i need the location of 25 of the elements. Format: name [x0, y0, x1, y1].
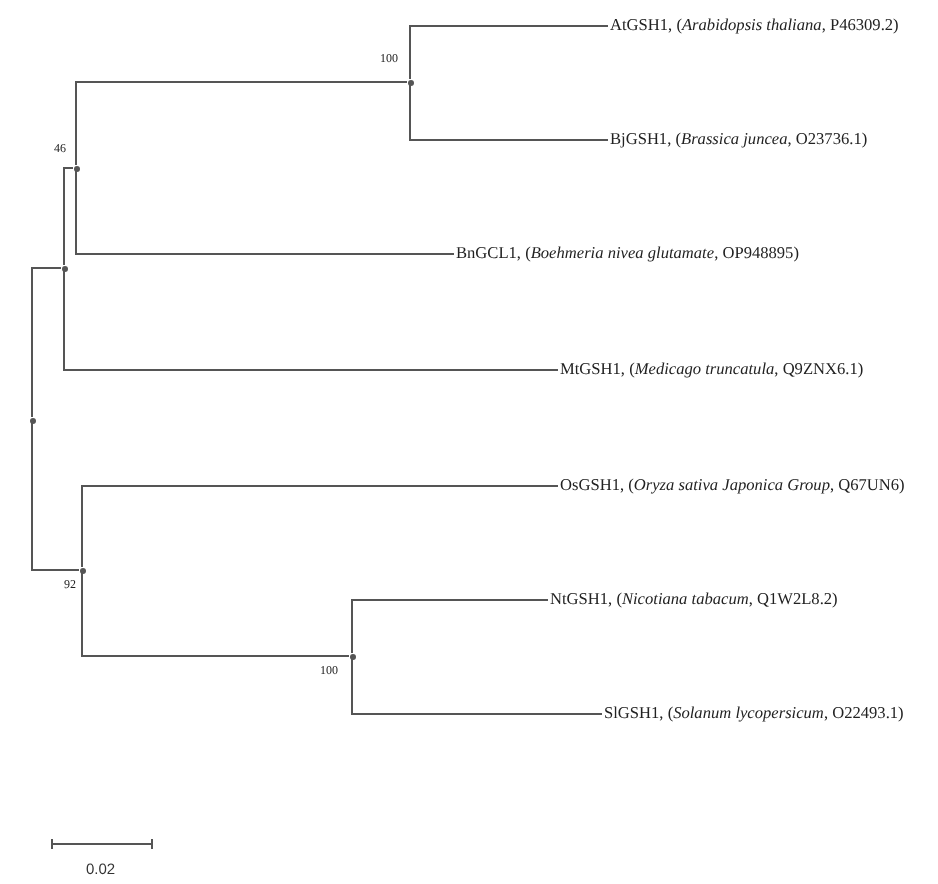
tree-branch — [31, 422, 80, 571]
tree-branch — [75, 81, 408, 166]
branch-node — [349, 653, 355, 659]
branch-node — [407, 79, 413, 85]
tree-branch — [63, 167, 74, 266]
tree-branch — [63, 270, 559, 371]
branch-node — [73, 165, 79, 171]
tree-branch — [31, 267, 62, 418]
tree-branch — [81, 572, 350, 657]
taxon-label: MtGSH1, (Medicago truncatula, Q9ZNX6.1) — [560, 360, 864, 380]
taxon-label: SlGSH1, (Solanum lycopersicum, O22493.1) — [604, 704, 904, 724]
tree-branch — [81, 485, 559, 568]
tree-branch — [409, 84, 609, 141]
tree-branch — [409, 25, 609, 80]
tree-branch — [75, 170, 455, 255]
taxon-label: OsGSH1, (Oryza sativa Japonica Group, Q67UN6) — [560, 476, 905, 496]
tree-branch — [351, 658, 603, 715]
branch-node — [79, 567, 85, 573]
branch-node — [29, 417, 35, 423]
taxon-label: AtGSH1, (Arabidopsis thaliana, P46309.2) — [610, 16, 899, 36]
taxon-label: NtGSH1, (Nicotiana tabacum, Q1W2L8.2) — [550, 590, 838, 610]
branch-node — [61, 265, 67, 271]
tree-branch — [351, 599, 549, 654]
taxon-label: BnGCL1, (Boehmeria nivea glutamate, OP948895) — [456, 244, 799, 264]
taxon-label: BjGSH1, (Brassica juncea, O23736.1) — [610, 130, 868, 150]
